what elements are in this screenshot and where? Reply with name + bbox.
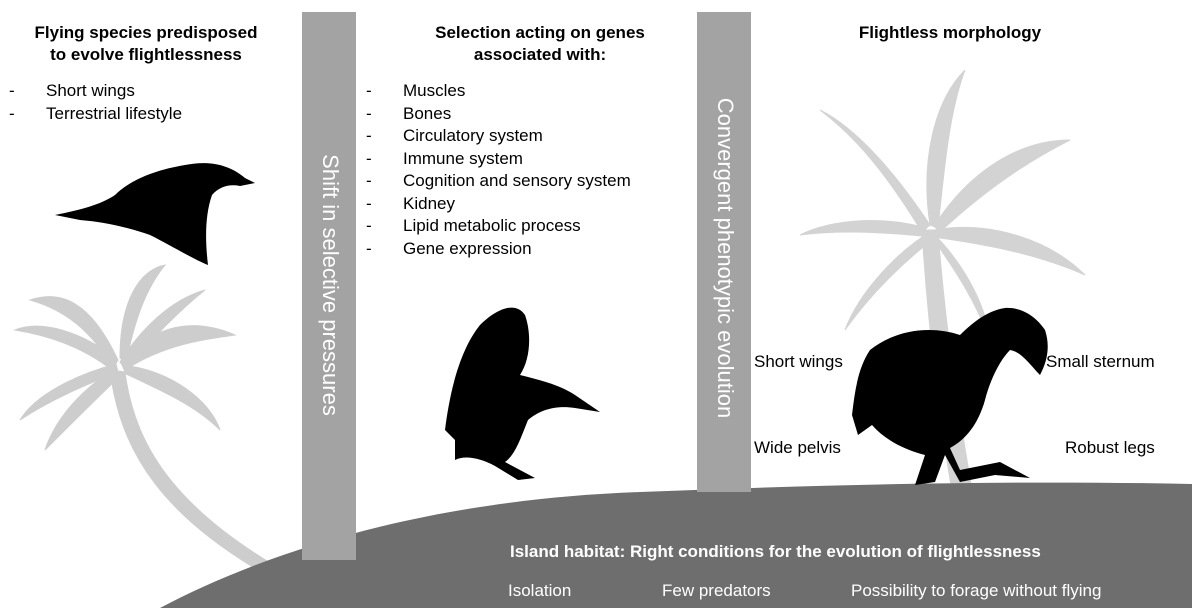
trait-short-wings: Short wings	[754, 352, 843, 372]
takeoff-bird-icon	[445, 308, 600, 480]
list-item: Short wings	[9, 80, 182, 103]
left-column-heading: Flying species predisposed to evolve fli…	[0, 22, 292, 66]
convergent-evolution-label: Convergent phenotypic evolution	[712, 93, 738, 423]
list-item: Muscles	[366, 80, 631, 103]
trait-wide-pelvis: Wide pelvis	[754, 438, 841, 458]
middle-heading-line2: associated with:	[380, 44, 700, 66]
factor-forage-without-flying: Possibility to forage without flying	[851, 581, 1101, 601]
list-item: Immune system	[366, 148, 631, 171]
trait-robust-legs: Robust legs	[1065, 438, 1155, 458]
list-item: Cognition and sensory system	[366, 170, 631, 193]
middle-heading-line1: Selection acting on genes	[380, 22, 700, 44]
gene-category-list: Muscles Bones Circulatory system Immune …	[366, 80, 631, 260]
list-item: Terrestrial lifestyle	[9, 103, 182, 126]
left-heading-line1: Flying species predisposed	[0, 22, 292, 44]
list-item: Circulatory system	[366, 125, 631, 148]
list-item: Lipid metabolic process	[366, 215, 631, 238]
selective-pressure-label: Shift in selective pressures	[317, 135, 343, 435]
island-habitat-title: Island habitat: Right conditions for the…	[510, 542, 1041, 562]
factor-few-predators: Few predators	[662, 581, 771, 601]
factor-isolation: Isolation	[508, 581, 571, 601]
list-item: Gene expression	[366, 238, 631, 261]
right-column-heading: Flightless morphology	[780, 22, 1120, 44]
list-item: Kidney	[366, 193, 631, 216]
left-trait-list: Short wings Terrestrial lifestyle	[9, 80, 182, 125]
palm-tree-icon	[15, 265, 300, 588]
left-heading-line2: to evolve flightlessness	[0, 44, 292, 66]
flightless-bird-icon	[852, 308, 1048, 485]
list-item: Bones	[366, 103, 631, 126]
middle-column-heading: Selection acting on genes associated wit…	[380, 22, 700, 66]
flying-bird-icon	[55, 163, 255, 265]
trait-small-sternum: Small sternum	[1046, 352, 1155, 372]
